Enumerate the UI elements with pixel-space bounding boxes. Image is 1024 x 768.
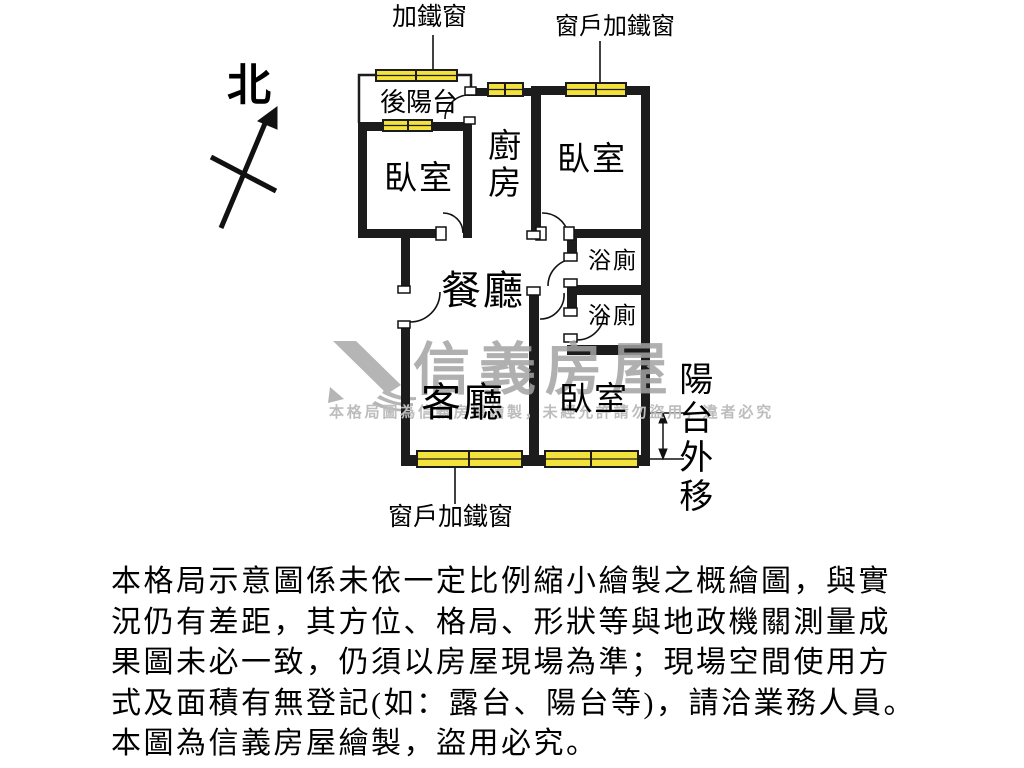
room-label-living: 客廳 [421,380,505,425]
room-label-bath-lower: 浴廁 [588,303,638,328]
room-label-dining: 餐廳 [441,268,525,313]
north-label: 北 [227,61,271,110]
disclaimer-line: 果圖未必一致，仍須以房屋現場為準；現場空間使用方 [111,646,891,679]
annotation-iron-window-top: 加鐵窗 [392,4,468,31]
disclaimer-text: 本格局示意圖係未依一定比例縮小繪製之概繪圖，與實 況仍有差距，其方位、格局、形狀… [111,562,931,765]
balcony-shift-arrow-icon [650,411,684,461]
disclaimer-line: 況仍有差距，其方位、格局、形狀等與地政機關測量成 [111,605,891,639]
room-label-bedroom-ne: 臥室 [557,142,627,178]
annotation-iron-window-bottom: 窗戶加鐵窗 [388,504,514,531]
door-jambs [397,86,578,343]
watermark-brand: 信義房屋 [413,339,677,402]
disclaimer-line: 式及面積有無登記(如：露台、陽台等)，請洽業務人員。 [111,686,916,720]
watermark-notice: 本格局圖為信義房屋繪製，未經允許請勿盜用，違者必究 [329,405,775,421]
disclaimer-line: 本圖為信義房屋繪製，盜用必究。 [111,727,599,760]
room-label-bedroom-s: 臥室 [559,382,629,418]
room-label-rear-balcony: 後陽台 [380,88,459,117]
annotation-iron-window-top-right: 窗戶加鐵窗 [555,14,675,40]
north-arrow-icon [209,106,278,229]
annotation-balcony-shift: 陽台外移 [673,361,711,517]
window-symbols [375,69,639,468]
disclaimer-line: 本格局示意圖係未依一定比例縮小繪製之概繪圖，與實 [111,565,891,598]
room-label-bedroom-nw: 臥室 [384,161,454,197]
room-label-kitchen: 廚房 [482,128,519,202]
leader-lines [432,35,601,504]
room-label-bath-upper: 浴廁 [588,248,638,273]
